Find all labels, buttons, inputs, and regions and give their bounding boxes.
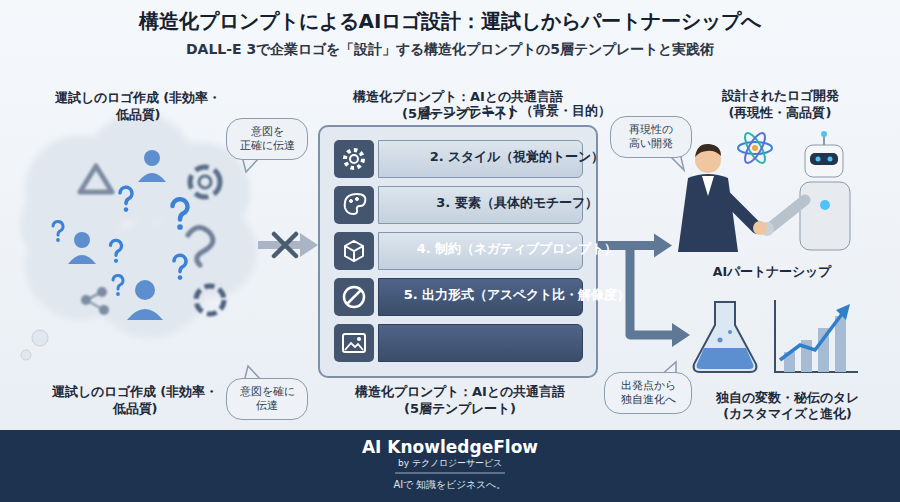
template-layer: 5. 出力形式（アスペクト比・解像度） — [378, 324, 583, 362]
idea-cloud: 運試しのロゴ作成 (非効率・低品質) — [18, 90, 258, 340]
evolution-figure: 独自の変数・秘伝のタレ (カスタマイズと進化) — [690, 290, 885, 422]
node-text: 2. スタイル（視覚的トーン） — [369, 149, 665, 166]
node-text: 5. 出力形式（アスペクト比・解像度） — [369, 287, 665, 304]
cross-mark — [274, 234, 296, 256]
node-text: 1. コンテキスト（背景・目的） — [369, 103, 665, 120]
speech-bubble: 意図を 正確に伝達 — [226, 118, 308, 160]
brand-byline: by テクノロジーサービス — [0, 458, 900, 470]
flow-arrow — [258, 233, 318, 257]
section-heading: 運試しのロゴ作成 (非効率・低品質) — [50, 384, 220, 418]
node-text: 意図を確に 伝達 — [232, 385, 302, 413]
arrow-head — [672, 323, 690, 347]
footer-rule — [395, 473, 505, 474]
node-text: 再現性の 高い開発 — [616, 123, 686, 151]
partnership-figure: AIパートナーシップ — [672, 128, 872, 280]
arrow-head — [300, 233, 318, 257]
node-text: AIパートナーシップ — [680, 264, 865, 280]
node-text: 4. 制約（ネガティブプロンプト） — [369, 241, 665, 258]
blurry-logos — [80, 166, 224, 315]
arrow-head — [654, 233, 672, 257]
question-marks — [53, 187, 187, 296]
node-text: 意図を 正確に伝達 — [232, 125, 302, 153]
node-text: 独自の変数・秘伝のタレ (カスタマイズと進化) — [695, 390, 880, 423]
bubble-tails — [242, 153, 684, 382]
speech-bubble: 再現性の 高い開発 — [610, 116, 692, 158]
icon-squares — [334, 140, 374, 362]
section-heading: 構造化プロンプト：AIとの共通言語 (5層テンプレート) — [320, 384, 600, 418]
speech-bubble: 意図を確に 伝達 — [226, 378, 308, 420]
layer-icons — [343, 150, 365, 352]
brand-name: AI KnowledgeFlow — [0, 436, 900, 458]
partnership-illustration — [678, 130, 850, 252]
title: 構造化プロンプトによるAIロゴ設計：運試しからパートナーシップへ — [0, 8, 900, 34]
speech-bubble: 出発点から 独自進化へ — [604, 372, 692, 414]
template-panel: 構造化プロンプト：AIとの共通言語 (5層テンプレート)1. コンテキスト（背景… — [318, 125, 598, 378]
footer-band — [0, 430, 900, 502]
node-text: 3. 要素（具体的モチーフ） — [369, 195, 665, 212]
evolution-illustration — [694, 300, 858, 372]
node-text: 運試しのロゴ作成 (非効率・低品質) — [51, 90, 226, 124]
node-text: 出発点から 独自進化へ — [610, 379, 686, 407]
thought-cloud — [20, 113, 257, 338]
person-icons — [68, 150, 166, 320]
brand-tagline: AIで 知識をビジネスへ。 — [0, 478, 900, 491]
subtitle: DALL-E 3で企業ロゴを「設計」する構造化プロンプトの5層テンプレートと実践… — [0, 40, 900, 58]
section-heading: 設計されたロゴ開発 (再現性・高品質) — [695, 88, 865, 122]
